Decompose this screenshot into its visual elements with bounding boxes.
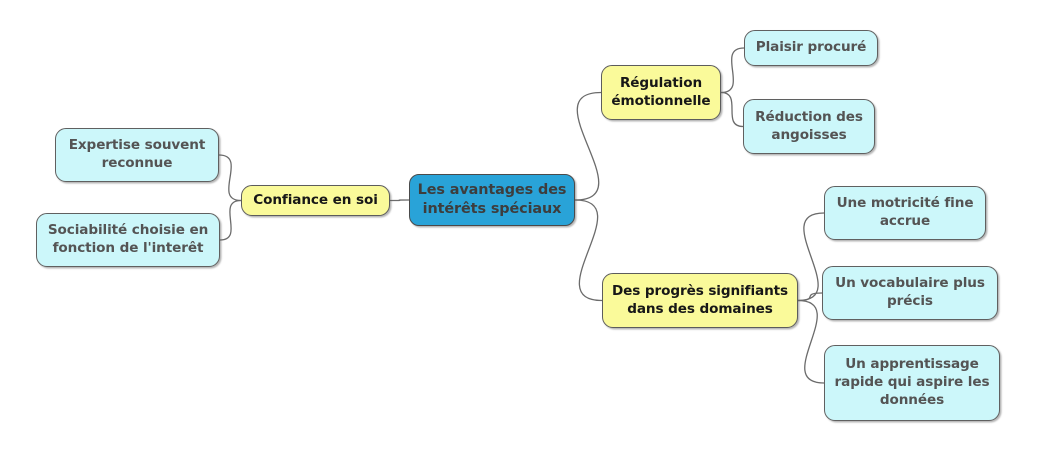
node-central-line1: Les avantages des: [417, 181, 567, 198]
node-leaf-reduction-line2: angoisses: [771, 126, 847, 143]
edge-progres-to-motricite: [797, 212, 825, 302]
node-leaf-plaisir-line1: Plaisir procuré: [755, 39, 867, 56]
node-leaf-motricite-line1: Une motricité fine: [836, 195, 974, 212]
edge-regulation-to-plaisir: [720, 47, 745, 94]
node-leaf-motricite[interactable]: Une motricité fine accrue: [824, 186, 986, 240]
node-leaf-expertise[interactable]: Expertise souvent reconnue: [55, 128, 219, 182]
edge-central-to-confiance: [389, 199, 410, 202]
node-leaf-vocabulaire-line2: précis: [887, 293, 933, 309]
node-leaf-apprentissage-line1: Un apprentissage: [845, 356, 979, 373]
node-branch-regulation[interactable]: Régulation émotionnelle: [601, 65, 721, 120]
edge-regulation-to-reduction: [720, 91, 744, 128]
node-central-line2: intérêts spéciaux: [422, 201, 562, 217]
node-branch-progres-line1: Des progrès signifiants: [611, 282, 789, 299]
node-branch-regulation-line2: émotionnelle: [611, 92, 711, 109]
node-branch-regulation-line1: Régulation: [619, 74, 703, 91]
edge-central-to-progres: [574, 199, 603, 302]
edge-confiance-to-sociabilite: [219, 199, 242, 241]
node-branch-progres-line2: dans des domaines: [627, 300, 773, 317]
edge-progres-to-vocabulaire: [797, 292, 823, 302]
node-central[interactable]: Les avantages des intérêts spéciaux: [409, 174, 575, 226]
node-leaf-plaisir[interactable]: Plaisir procuré: [744, 30, 878, 66]
node-leaf-reduction[interactable]: Réduction des angoisses: [743, 99, 875, 154]
node-leaf-expertise-line2: reconnue: [101, 155, 173, 171]
node-leaf-apprentissage[interactable]: Un apprentissage rapide qui aspire les d…: [824, 345, 1000, 421]
node-leaf-expertise-line1: Expertise souvent: [68, 137, 206, 154]
node-leaf-sociabilite-line1: Sociabilité choisie en: [47, 222, 209, 239]
node-leaf-apprentissage-line3: données: [879, 391, 945, 408]
node-branch-confiance[interactable]: Confiance en soi: [241, 185, 390, 216]
node-leaf-sociabilite[interactable]: Sociabilité choisie en fonction de l'int…: [36, 213, 220, 267]
node-leaf-sociabilite-line2: fonction de l'interêt: [52, 240, 204, 256]
node-branch-confiance-line1: Confiance en soi: [253, 191, 378, 208]
node-leaf-motricite-line2: accrue: [879, 213, 931, 229]
node-leaf-vocabulaire-line1: Un vocabulaire plus: [835, 275, 985, 292]
edge-central-to-regulation: [574, 91, 602, 201]
node-leaf-apprentissage-line2: rapide qui aspire les: [834, 374, 990, 391]
node-leaf-reduction-line1: Réduction des: [755, 108, 863, 125]
edge-progres-to-apprentissage: [797, 299, 825, 384]
node-branch-progres[interactable]: Des progrès signifiants dans des domaine…: [602, 273, 798, 328]
node-leaf-vocabulaire[interactable]: Un vocabulaire plus précis: [822, 266, 998, 320]
edge-confiance-to-expertise: [218, 154, 242, 202]
